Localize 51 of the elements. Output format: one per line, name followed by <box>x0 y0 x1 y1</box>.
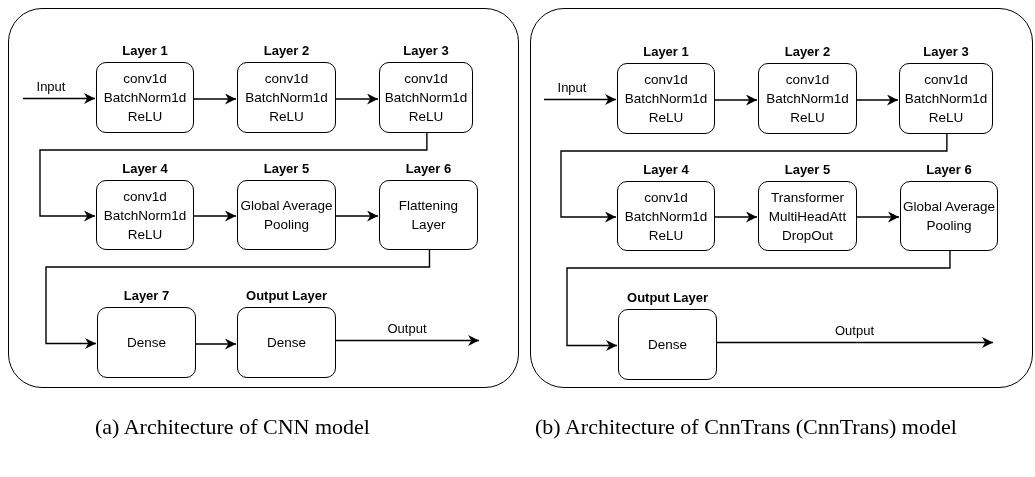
layer-operations: conv1d BatchNorm1d ReLU <box>903 71 989 127</box>
layer-title: Layer 6 <box>405 161 452 177</box>
layer-operations: Flattening Layer <box>397 197 460 234</box>
panel-frame <box>8 8 519 388</box>
arrow <box>22 93 96 104</box>
layer-operations: conv1d BatchNorm1d ReLU <box>623 188 709 245</box>
layer-title: Layer 4 <box>122 161 168 177</box>
layer-title: Layer 5 <box>784 162 831 178</box>
layer-title: Layer 1 <box>122 43 168 59</box>
panel-frame <box>530 8 1033 388</box>
arrow <box>334 93 379 105</box>
arrow <box>192 210 237 222</box>
arrow <box>194 338 237 350</box>
figure-caption: (a) Architecture of CNN model <box>95 413 371 440</box>
layer-title: Output Layer <box>246 288 327 304</box>
layer-title: Layer 2 <box>784 44 831 60</box>
layer-operations: conv1d BatchNorm1d ReLU <box>765 71 850 127</box>
layer-operations: conv1d BatchNorm1d ReLU <box>383 70 469 126</box>
layer-operations: conv1d BatchNorm1d ReLU <box>623 71 709 127</box>
layer-operations: Transformer MultiHeadAtt DropOut <box>767 188 848 245</box>
layer-title: Layer 3 <box>403 43 449 59</box>
layer-title: Layer 7 <box>123 288 170 304</box>
arrow <box>715 337 994 348</box>
figure-caption: (b) Architecture of CnnTrans (CnnTrans) model <box>535 413 958 440</box>
arrow <box>543 94 617 105</box>
arrow <box>560 132 948 223</box>
arrow <box>39 131 428 222</box>
layer-operations: conv1d BatchNorm1d ReLU <box>102 70 188 126</box>
layer-title: Layer 4 <box>643 162 689 178</box>
arrow <box>45 248 431 349</box>
arrow <box>713 94 758 106</box>
arrow <box>713 211 758 223</box>
layer-title: Output Layer <box>627 290 708 306</box>
arrow <box>855 211 900 223</box>
layer-operations: conv1d BatchNorm1d ReLU <box>244 70 329 126</box>
layer-operations: conv1d BatchNorm1d ReLU <box>102 187 188 244</box>
layer-title: Layer 1 <box>643 44 689 60</box>
layer-operations: Dense <box>647 336 688 354</box>
layer-title: Layer 5 <box>263 161 310 177</box>
layer-operations: Dense <box>126 334 167 352</box>
layer-operations: Global Average Pooling <box>902 198 996 235</box>
arrow <box>855 94 899 106</box>
layer-operations: Dense <box>266 334 307 352</box>
layer-operations: Global Average Pooling <box>239 197 334 234</box>
arrow <box>334 210 379 222</box>
arrow <box>334 335 480 346</box>
arrow <box>566 249 951 351</box>
layer-title: Layer 6 <box>926 162 972 178</box>
arrow <box>192 93 237 105</box>
layer-title: Layer 3 <box>923 44 969 60</box>
layer-title: Layer 2 <box>263 43 310 59</box>
